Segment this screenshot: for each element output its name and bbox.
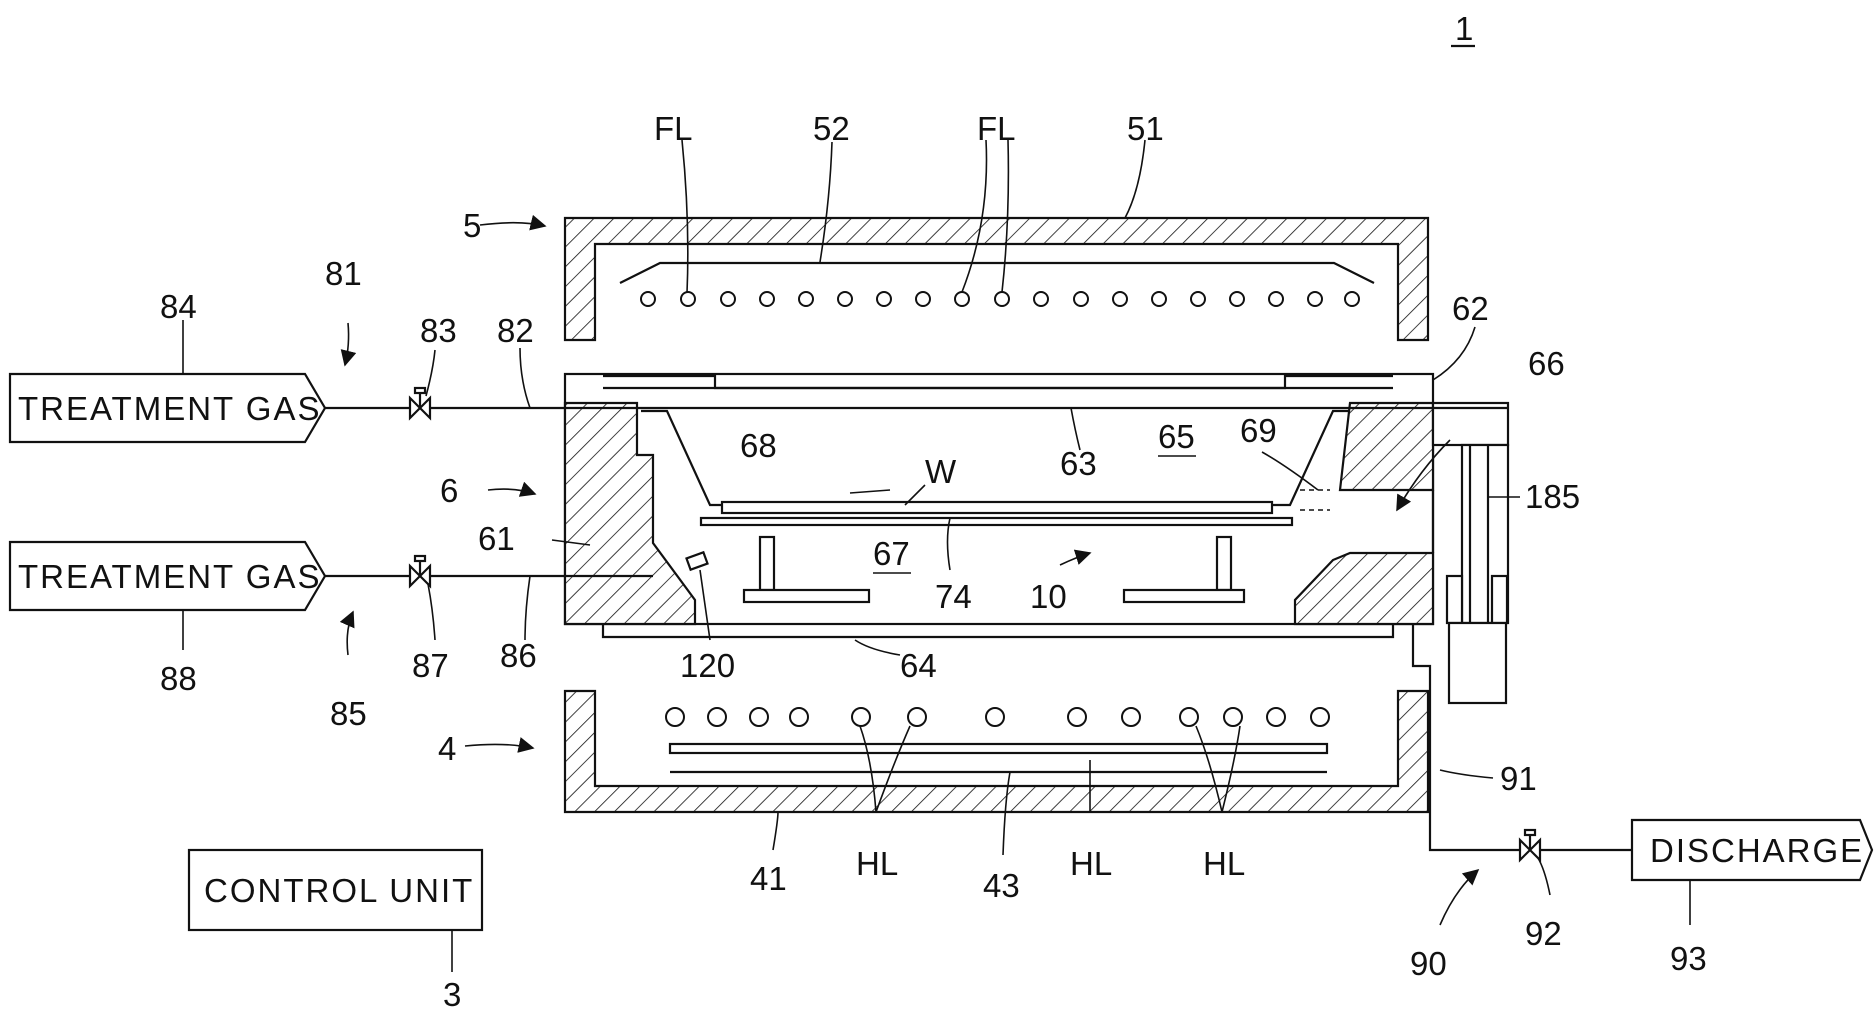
label-91: 91 (1500, 760, 1537, 797)
label-65: 65 (1158, 418, 1195, 455)
label-82: 82 (497, 312, 534, 349)
halogen-heating-unit (565, 691, 1428, 812)
discharge-box: DISCHARGE (1650, 832, 1864, 869)
label-81: 81 (325, 255, 362, 292)
label-62: 62 (1452, 290, 1489, 327)
label-84: 84 (160, 288, 197, 325)
label-86: 86 (500, 637, 537, 674)
gate-valve-actuator (1433, 403, 1508, 703)
label-5: 5 (463, 207, 481, 244)
label-66: 66 (1528, 345, 1565, 382)
label-74: 74 (935, 578, 972, 615)
treatment-gas-supply-bottom: TREATMENT GAS (10, 542, 653, 610)
label-hl-right: HL (1203, 845, 1245, 882)
label-3: 3 (443, 976, 461, 1013)
label-41: 41 (750, 860, 787, 897)
label-63: 63 (1060, 445, 1097, 482)
control-unit-box: CONTROL UNIT (204, 872, 474, 909)
label-10: 10 (1030, 578, 1067, 615)
treatment-gas-box-top: TREATMENT GAS (18, 390, 321, 427)
control-unit: CONTROL UNIT (189, 850, 482, 972)
flash-lamps (641, 292, 1359, 306)
label-68: 68 (740, 427, 777, 464)
label-61: 61 (478, 520, 515, 557)
label-185: 185 (1525, 478, 1580, 515)
label-93: 93 (1670, 940, 1707, 977)
treatment-gas-box-bottom: TREATMENT GAS (18, 558, 321, 595)
label-90: 90 (1410, 945, 1447, 982)
label-43: 43 (983, 867, 1020, 904)
label-87: 87 (412, 647, 449, 684)
label-51: 51 (1127, 110, 1164, 147)
label-52: 52 (813, 110, 850, 147)
label-fl-left: FL (654, 110, 693, 147)
label-69: 69 (1240, 412, 1277, 449)
label-hl-left: HL (856, 845, 898, 882)
label-6: 6 (440, 472, 458, 509)
label-fl-right: FL (977, 110, 1016, 147)
label-92: 92 (1525, 915, 1562, 952)
label-64: 64 (900, 647, 937, 684)
flash-heating-unit (565, 218, 1428, 340)
label-hl-mid: HL (1070, 845, 1112, 882)
label-w: W (925, 453, 957, 490)
figure-number: 1 (1455, 10, 1473, 47)
label-83: 83 (420, 312, 457, 349)
label-88: 88 (160, 660, 197, 697)
label-120: 120 (680, 647, 735, 684)
chamber (565, 374, 1433, 637)
label-85: 85 (330, 695, 367, 732)
label-67: 67 (873, 535, 910, 572)
label-4: 4 (438, 730, 456, 767)
halogen-lamps (666, 708, 1329, 726)
